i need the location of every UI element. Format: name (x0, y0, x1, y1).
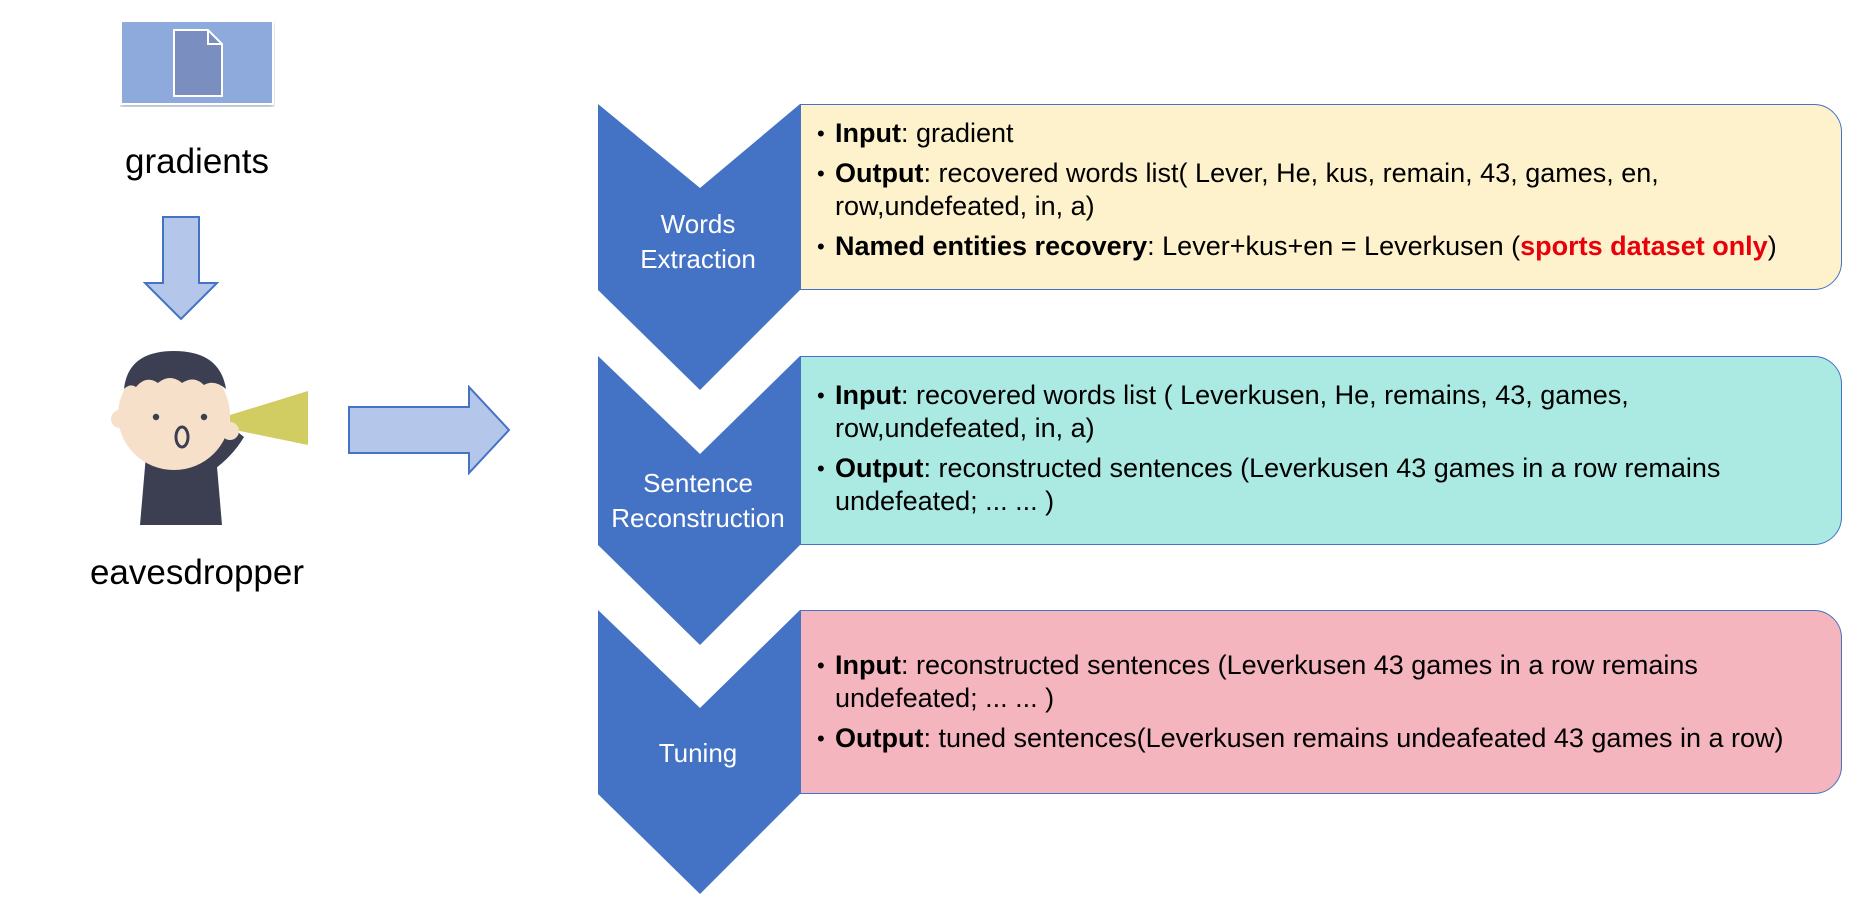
gradients-label: gradients (125, 142, 269, 181)
down-arrow-icon (142, 215, 220, 321)
stage2-label: Sentence Reconstruction (598, 466, 798, 536)
stage1-chevron (598, 104, 800, 390)
eavesdropper-figure (108, 345, 313, 530)
gradients-document-icon (120, 20, 275, 107)
stage2-label-line2: Reconstruction (611, 503, 785, 534)
stage3-input: Input: reconstructed sentences (Leverkus… (815, 649, 1815, 715)
stage2-label-line1: Sentence (643, 468, 753, 498)
stage1-label-line1: Words (660, 209, 736, 239)
stage1-label: Words Extraction (598, 207, 798, 277)
stage3-output: Output: tuned sentences(Leverkusen remai… (815, 722, 1827, 755)
stage3-label-line1: Tuning (658, 738, 738, 768)
stage1-named-entities: Named entities recovery: Lever+kus+en = … (815, 230, 1827, 263)
stage2-input: Input: recovered words list ( Leverkusen… (815, 379, 1695, 445)
stage2-output: Output: reconstructed sentences (Leverku… (815, 452, 1835, 518)
stage1-box: Input: gradient Output: recovered words … (800, 104, 1842, 290)
stage2-chevron (598, 356, 800, 645)
stage3-label: Tuning (598, 736, 798, 771)
stage3-box: Input: reconstructed sentences (Leverkus… (800, 610, 1842, 794)
stage1-label-line2: Extraction (640, 244, 756, 275)
stage1-input: Input: gradient (815, 117, 1827, 150)
right-arrow-icon (347, 384, 512, 476)
eavesdropper-label: eavesdropper (89, 553, 305, 592)
stage3-chevron (598, 610, 800, 894)
stage1-output: Output: recovered words list( Lever, He,… (815, 157, 1715, 223)
stage2-box: Input: recovered words list ( Leverkusen… (800, 356, 1842, 545)
